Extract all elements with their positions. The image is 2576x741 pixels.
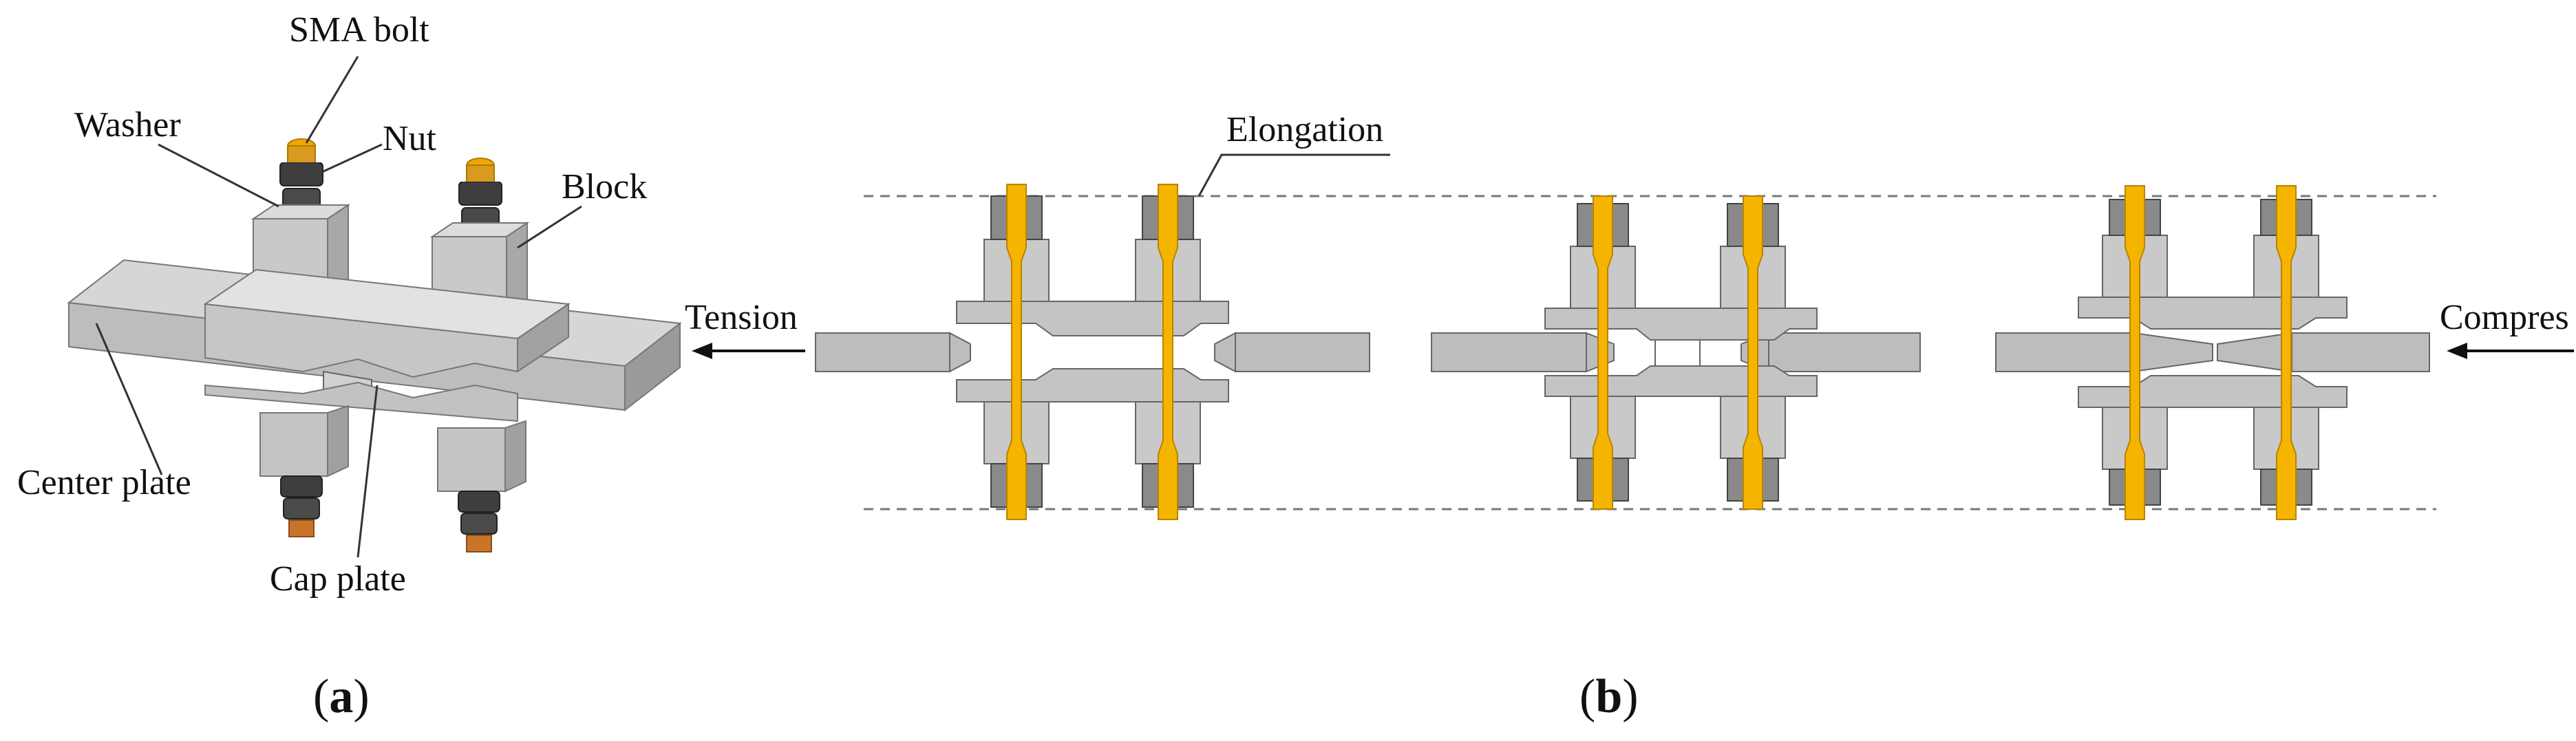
nut-label: Nut [383,119,437,158]
right-top-bolt [456,158,504,271]
upper-cap-plate [203,268,571,378]
left-bottom-bolt [280,475,323,537]
right-lower-block [437,420,526,493]
center-plate-label: Center plate [17,463,191,502]
cap-plate-label: Cap plate [270,559,406,599]
left-top-bolt [277,138,326,252]
compression-label: Compres [2440,298,2569,337]
section-compression [1995,185,2430,520]
elongation-leader [1197,153,1390,197]
section-neutral [1431,195,1921,510]
caption-a: (a) [313,670,370,723]
panel-a-assembly: SMA bolt Washer Nut Block Center plate C… [17,10,682,723]
tension-label: Tension [685,298,798,337]
right-bottom-bolt [458,491,500,552]
washer-label: Washer [74,105,181,144]
left-lower-block [259,405,349,477]
section-tension [815,184,1370,520]
caption-b: (b) [1579,670,1639,723]
lower-cap-plate [204,381,518,422]
compression-arrowhead [2447,343,2467,359]
sma-bolt-label: SMA bolt [289,10,429,50]
tension-arrowhead [692,343,712,359]
block-label: Block [562,167,647,206]
elongation-label: Elongation [1226,110,1383,149]
panel-b-sections: Elongation Tension Compres [685,110,2574,723]
